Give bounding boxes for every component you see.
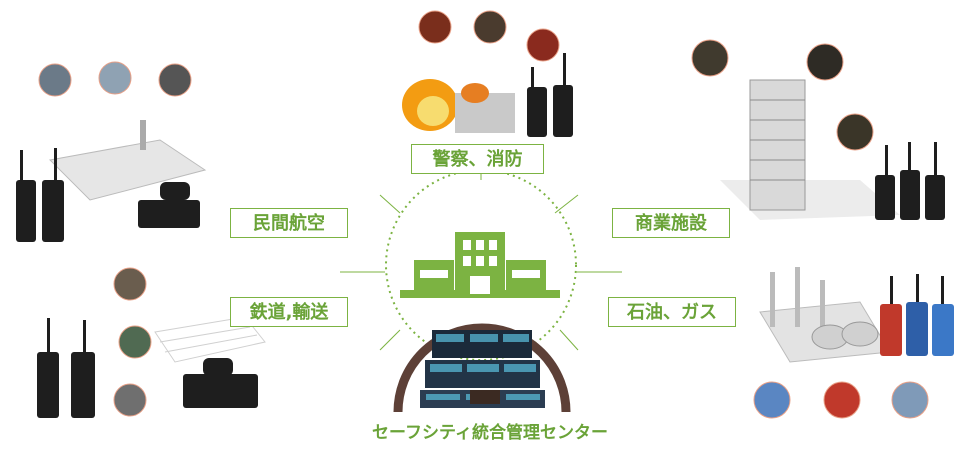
radio-icon: [37, 318, 258, 418]
radio-icon: [527, 53, 573, 137]
airport-icon: [48, 120, 207, 201]
photo-circle: [98, 61, 132, 95]
railway-scene: [37, 267, 266, 418]
photo-circle: [118, 325, 152, 359]
label-oil-gas: 石油、ガス: [608, 297, 736, 327]
photo-circle: [418, 10, 452, 44]
photo-circle: [806, 43, 844, 81]
monitor-wall: [420, 330, 545, 408]
connector-top-right: [554, 194, 579, 214]
center-dotted-circle: [385, 169, 577, 361]
label-commercial: 商業施設: [612, 208, 730, 238]
photo-circle: [823, 381, 861, 419]
label-railway: 鉄道,輸送: [230, 297, 348, 327]
building-model-icon: [720, 79, 900, 220]
connector-bottom-right: [559, 329, 579, 351]
photo-circle: [158, 63, 192, 97]
center-title: セーフシティ統合管理センター: [372, 423, 608, 443]
photo-circle: [38, 63, 72, 97]
photo-circle: [526, 28, 560, 62]
photo-circle: [473, 10, 507, 44]
photo-circle: [113, 267, 147, 301]
photo-circle: [113, 383, 147, 417]
aviation-scene: [16, 61, 207, 242]
photo-circle: [691, 39, 729, 77]
rail-structure-icon: [154, 316, 266, 363]
oil-gas-scene: [753, 267, 954, 419]
connector-bottom-left: [379, 329, 401, 351]
radio-icon: [880, 274, 954, 356]
photo-circle: [891, 381, 929, 419]
photo-circle: [753, 381, 791, 419]
connector-top-left: [379, 194, 401, 214]
photo-circle: [836, 113, 874, 151]
police-fire-scene: [402, 10, 573, 137]
radio-icon: [875, 142, 945, 220]
radio-icon: [16, 148, 200, 242]
building-icon: [400, 232, 560, 298]
control-room-arc: [393, 323, 571, 413]
refinery-icon: [759, 267, 891, 363]
commercial-scene: [691, 39, 945, 220]
label-police-fire: 警察、消防: [411, 144, 544, 174]
label-aviation: 民間航空: [230, 208, 348, 238]
fire-icon: [402, 79, 515, 133]
